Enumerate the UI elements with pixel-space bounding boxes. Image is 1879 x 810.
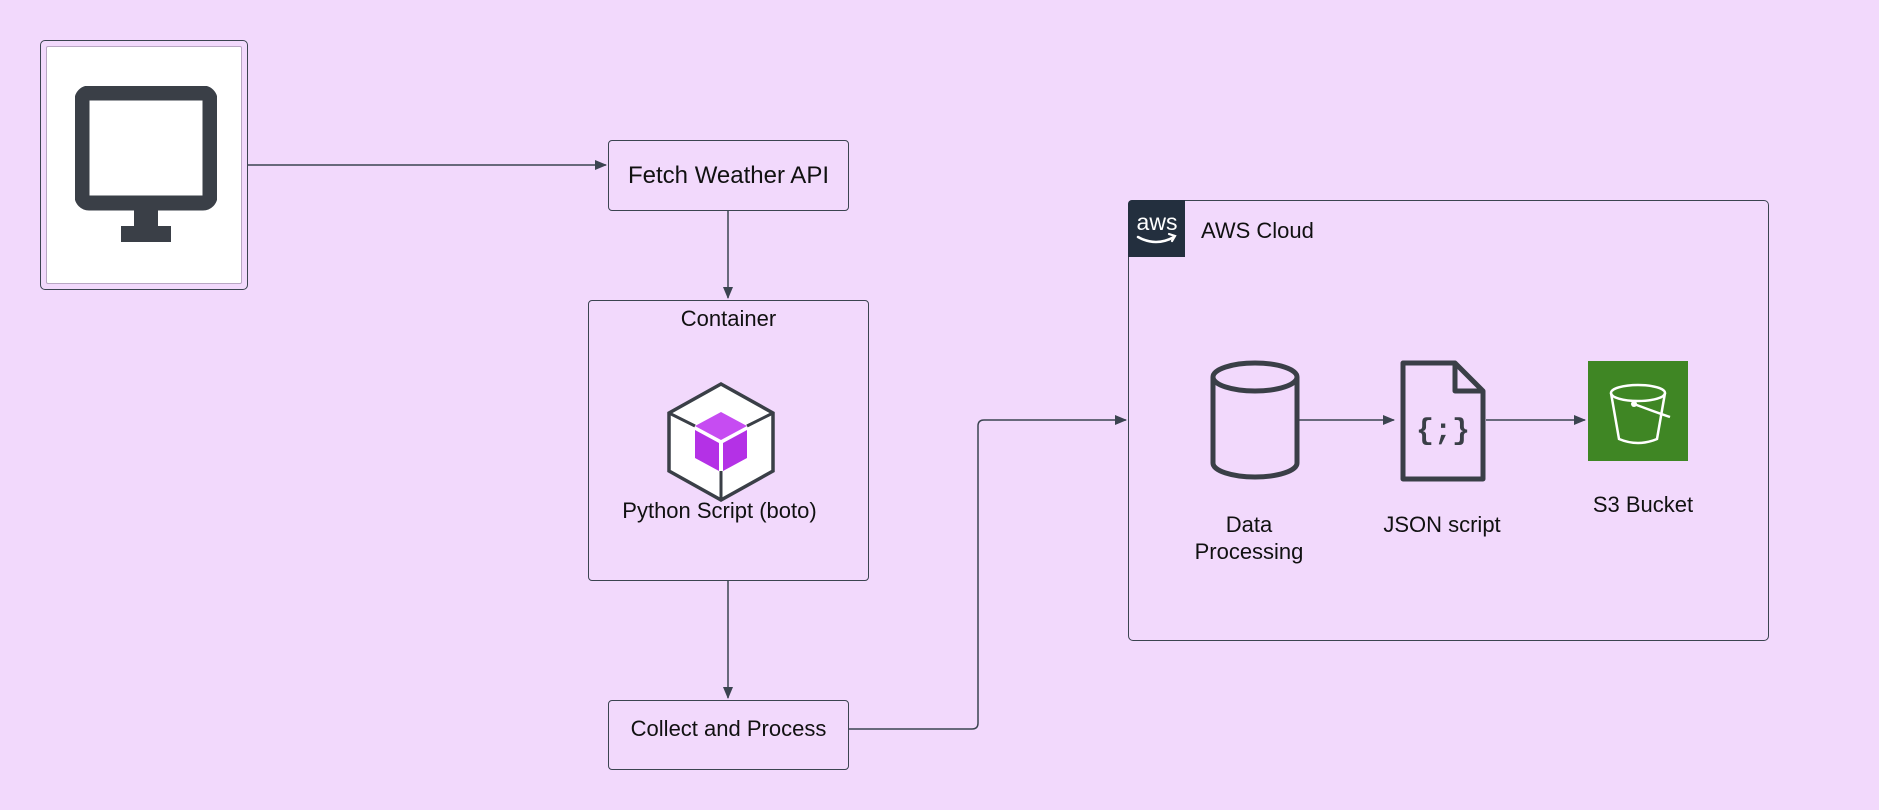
python-script-label: Python Script (boto) — [622, 498, 817, 523]
collect-and-process-label: Collect and Process — [630, 716, 827, 741]
python-cube-icon — [667, 381, 775, 503]
svg-text:aws: aws — [1137, 209, 1178, 235]
json-script-label: JSON script — [1383, 512, 1501, 537]
fetch-weather-api-box[interactable]: Fetch Weather API — [608, 140, 849, 211]
s3-bucket-icon[interactable] — [1588, 361, 1688, 461]
data-processing-label: Data Processing — [1194, 512, 1304, 564]
aws-logo-icon: aws — [1128, 200, 1185, 257]
svg-text:{;}: {;} — [1416, 415, 1470, 449]
aws-cloud-title: AWS Cloud — [1201, 218, 1314, 243]
container-title: Container — [680, 306, 777, 331]
computer-node[interactable] — [40, 40, 248, 290]
container-box[interactable]: Container Python Script (boto) — [588, 300, 869, 581]
database-icon[interactable] — [1209, 359, 1301, 483]
s3-bucket-label: S3 Bucket — [1592, 492, 1694, 517]
fetch-weather-api-label: Fetch Weather API — [628, 162, 829, 189]
json-file-icon[interactable]: {;} — [1397, 359, 1489, 483]
aws-cloud-group[interactable]: aws AWS Cloud Data Processing {;} JSON s… — [1128, 200, 1769, 641]
computer-panel — [46, 46, 242, 284]
collect-and-process-box[interactable]: Collect and Process — [608, 700, 849, 770]
edge-collect-to-aws — [849, 415, 1127, 730]
monitor-icon — [75, 86, 217, 242]
